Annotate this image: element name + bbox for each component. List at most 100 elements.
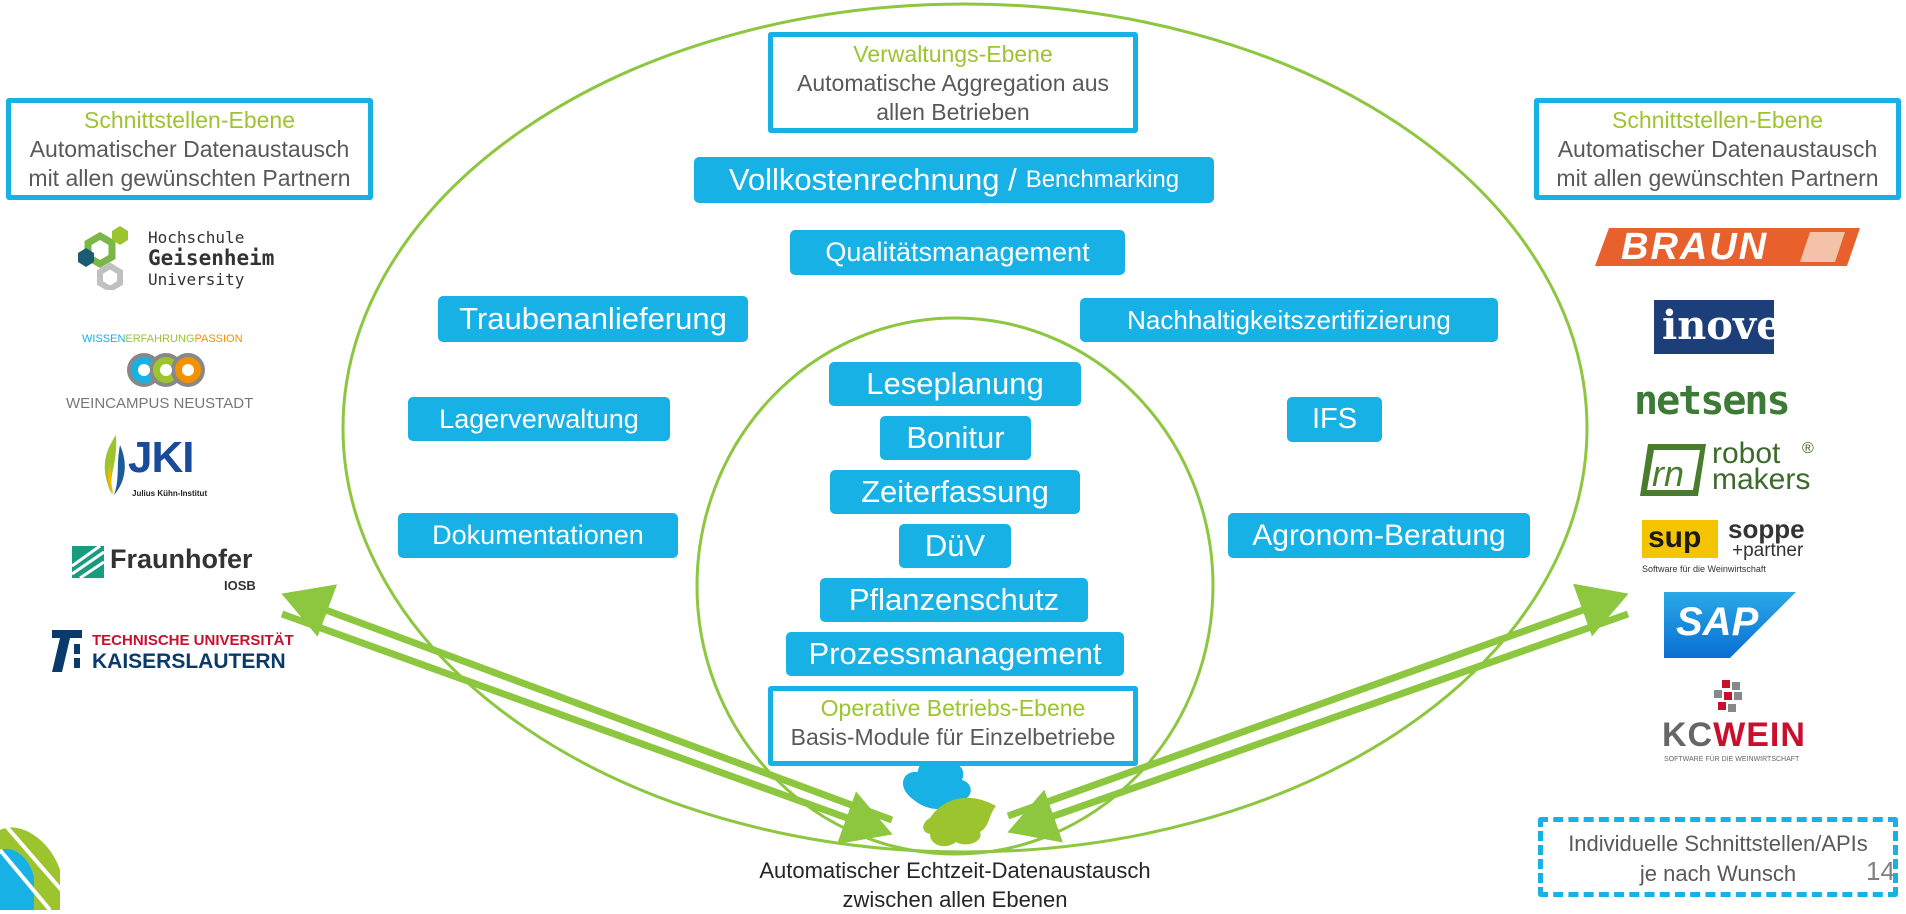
- weincampus-name: WEINCAMPUS NEUSTADT: [66, 395, 254, 412]
- module-dokumentationen[interactable]: Dokumentationen: [398, 513, 678, 558]
- interface-level-title-right: Schnittstellen-Ebene: [1612, 107, 1823, 133]
- geisenheim-hexagon-icon: [78, 226, 128, 290]
- weincampus-tag3: PASSION: [194, 333, 243, 345]
- weincampus-tag2: ERFAHRUNG: [125, 333, 195, 345]
- admin-level-line2: allen Betrieben: [876, 99, 1030, 125]
- module-agronom-beratung[interactable]: Agronom-Beratung: [1228, 513, 1530, 558]
- arrow-left-lower: [280, 610, 893, 845]
- admin-level-line1: Automatische Aggregation aus: [797, 70, 1109, 96]
- svg-text:rn: rn: [1652, 453, 1684, 494]
- module-duev-label: DüV: [924, 528, 986, 563]
- operative-level-title: Operative Betriebs-Ebene: [820, 695, 1086, 721]
- module-leseplanung[interactable]: Leseplanung: [829, 362, 1081, 406]
- module-ifs[interactable]: IFS: [1287, 397, 1382, 442]
- module-pflanzenschutz[interactable]: Pflanzenschutz: [820, 578, 1088, 622]
- sap-shape-icon: [1664, 592, 1796, 658]
- module-prozessmanagement-label: Prozessmanagement: [808, 636, 1102, 671]
- module-bonitur[interactable]: Bonitur: [880, 416, 1031, 460]
- robotmakers-line1: robot: [1712, 437, 1781, 470]
- module-zeiterfassung-label: Zeiterfassung: [861, 474, 1049, 509]
- logo-inovel[interactable]: inovel: [1654, 300, 1797, 354]
- tu-line1: TECHNISCHE UNIVERSITÄT: [92, 632, 294, 649]
- admin-level-title: Verwaltungs-Ebene: [853, 41, 1053, 67]
- api-box: Individuelle Schnittstellen/APIs je nach…: [1538, 817, 1898, 897]
- module-benchmarking-label: Benchmarking: [1025, 166, 1180, 193]
- logo-netsens[interactable]: netsens: [1634, 378, 1794, 426]
- jki-sub: Julius Kühn-Institut: [132, 489, 208, 498]
- module-ifs-label: IFS: [1311, 403, 1358, 435]
- realtime-exchange-caption: Automatischer Echtzeit-Datenaustausch zw…: [700, 856, 1210, 914]
- inner-ellipse: [695, 316, 1215, 856]
- module-bonitur-label: Bonitur: [906, 420, 1005, 455]
- operative-level-box: Operative Betriebs-Ebene Basis-Module fü…: [768, 686, 1138, 766]
- module-qualitaetsmanagement-label: Qualitätsmanagement: [825, 237, 1090, 267]
- jki-flame-icon: [104, 435, 125, 495]
- logo-geisenheim[interactable]: Hochschule Geisenheim University: [72, 222, 282, 290]
- operative-level-line1: Basis-Module für Einzelbetriebe: [790, 724, 1116, 750]
- admin-level-box: Verwaltungs-Ebene Automatische Aggregati…: [768, 32, 1138, 133]
- kcwein-checker-icon: [1714, 680, 1742, 712]
- netsens-name: netsens: [1634, 378, 1791, 424]
- soppe-sub: Software für die Weinwirtschaft: [1642, 564, 1766, 574]
- soppe-line2: +partner: [1732, 540, 1804, 561]
- fraunhofer-stripes-icon: [72, 546, 104, 578]
- interface-level-box-right: Schnittstellen-Ebene Automatischer Daten…: [1534, 98, 1901, 200]
- inovel-name: inovel: [1662, 302, 1797, 349]
- logo-soppe[interactable]: sup soppe +partner Software für die Wein…: [1642, 514, 1822, 576]
- geisenheim-line1: Hochschule: [148, 228, 245, 247]
- logo-jki[interactable]: JKI Julius Kühn-Institut: [100, 433, 230, 505]
- api-box-line2: je nach Wunsch: [1639, 861, 1797, 886]
- arrow-right-lower: [1007, 610, 1630, 843]
- jki-name: JKI: [128, 433, 194, 482]
- robotmakers-line2: makers: [1712, 463, 1811, 496]
- logo-robotmakers[interactable]: rn robot makers ®: [1640, 437, 1820, 500]
- kcwein-name: KCWEIN: [1662, 716, 1806, 755]
- module-zeiterfassung[interactable]: Zeiterfassung: [830, 470, 1080, 514]
- module-qualitaetsmanagement[interactable]: Qualitätsmanagement: [790, 230, 1125, 275]
- geisenheim-line3: University: [148, 270, 245, 289]
- module-vollkostenrechnung[interactable]: Vollkostenrechnung / Benchmarking: [694, 157, 1214, 203]
- tu-logo-icon: [52, 630, 82, 672]
- robotmakers-reg: ®: [1802, 440, 1814, 457]
- logo-sap[interactable]: SAP: [1664, 592, 1796, 658]
- module-traubenanlieferung[interactable]: Traubenanlieferung: [438, 296, 748, 342]
- module-dokumentationen-label: Dokumentationen: [432, 520, 644, 550]
- logo-weincampus[interactable]: WISSENERFAHRUNGPASSION WEINCAMPUS NEUSTA…: [66, 333, 266, 413]
- tu-line2: KAISERSLAUTERN: [92, 650, 286, 673]
- kcwein-kc: KC: [1662, 716, 1714, 754]
- fraunhofer-name: Fraunhofer: [110, 544, 253, 574]
- module-nachhaltigkeit[interactable]: Nachhaltigkeitszertifizierung: [1080, 298, 1498, 342]
- interface-level-box-left: Schnittstellen-Ebene Automatischer Daten…: [6, 98, 373, 200]
- leaf-logo-icon: [902, 760, 996, 847]
- module-agronom-beratung-label: Agronom-Beratung: [1252, 518, 1506, 552]
- arrow-right-upper: [1006, 583, 1629, 820]
- interface-level-line2-left: mit allen gewünschten Partnern: [28, 165, 351, 191]
- logo-braun[interactable]: BRAUN: [1595, 222, 1860, 272]
- module-nachhaltigkeit-label: Nachhaltigkeitszertifizierung: [1127, 304, 1451, 335]
- module-vollkostenrechnung-label: Vollkostenrechnung /: [728, 162, 1017, 197]
- weincampus-circles-icon: [127, 353, 205, 387]
- fraunhofer-sub: IOSB: [224, 578, 256, 593]
- caption-line1: Automatischer Echtzeit-Datenaustausch: [759, 858, 1151, 883]
- module-duev[interactable]: DüV: [899, 524, 1011, 568]
- kcwein-sub: SOFTWARE FÜR DIE WEINWIRTSCHAFT: [1664, 756, 1800, 763]
- api-box-line1: Individuelle Schnittstellen/APIs: [1568, 831, 1868, 856]
- logo-kcwein[interactable]: KCWEIN SOFTWARE FÜR DIE WEINWIRTSCHAFT: [1662, 680, 1805, 772]
- interface-level-line1-right: Automatischer Datenaustausch: [1557, 136, 1878, 162]
- soppe-sup: sup: [1648, 521, 1702, 554]
- interface-level-title-left: Schnittstellen-Ebene: [84, 107, 295, 133]
- module-pflanzenschutz-label: Pflanzenschutz: [848, 582, 1060, 617]
- weincampus-tagline: WISSENERFAHRUNGPASSION: [82, 333, 243, 345]
- soppe-line1: soppe: [1728, 514, 1805, 544]
- module-prozessmanagement[interactable]: Prozessmanagement: [786, 632, 1124, 676]
- kcwein-wein: WEIN: [1713, 716, 1806, 754]
- arrow-left-upper: [281, 584, 894, 824]
- weincampus-tag1: WISSEN: [82, 333, 126, 345]
- geisenheim-line2: Geisenheim: [148, 246, 275, 270]
- logo-fraunhofer[interactable]: Fraunhofer IOSB: [72, 542, 262, 598]
- module-lagerverwaltung-label: Lagerverwaltung: [439, 403, 639, 434]
- corner-logo-icon: [0, 824, 72, 910]
- logo-tu-kaiserslautern[interactable]: TECHNISCHE UNIVERSITÄT KAISERSLAUTERN: [46, 628, 294, 678]
- module-lagerverwaltung[interactable]: Lagerverwaltung: [408, 397, 670, 441]
